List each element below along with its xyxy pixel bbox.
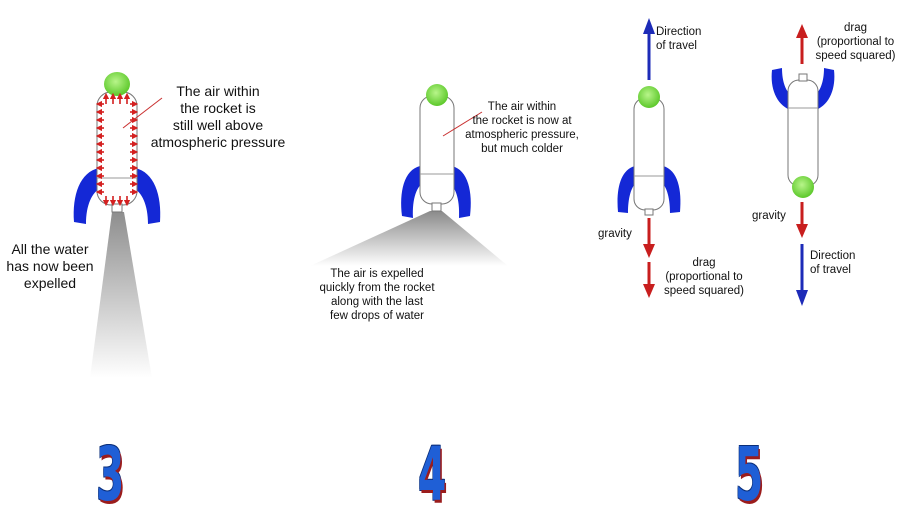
rocket-5-down-right-fin [814,68,835,110]
panel-5-up-direction-label: Direction of travel [656,26,702,52]
exhaust-plume-4 [310,211,508,266]
pointer-line-3 [122,97,163,129]
rocket-5-down-nozzle [798,73,808,82]
rocket-3 [73,72,161,224]
rocket-3-right-fin [133,168,161,224]
pressure-arrows [95,92,139,207]
rocket-5-up-right-fin [660,166,681,213]
panel-5-down-gravity-label: gravity [752,210,786,222]
rocket-3-left-fin [73,168,101,224]
panel-4-air-label: The air within the rocket is now at atmo… [465,101,579,155]
panel-number-4: 4 [418,432,447,518]
rocket-4-nozzle [431,202,442,212]
rocket-4-nose-cone [426,84,448,106]
gravity-arrow-down-rocket-head [796,224,808,238]
rocket-5-down-nose-cone [792,176,814,198]
exhaust-plume-3 [90,212,152,378]
rocket-5-up-nozzle [644,208,654,216]
rocket-5-up [617,86,681,216]
gravity-arrow-up-rocket-head [643,244,655,258]
rocket-3-nose-cone [104,72,130,96]
rocket-4-body [419,95,455,205]
rocket-5-down-body [787,79,819,187]
panel-4-exhaust-label: The air is expelled quickly from the roc… [319,268,435,322]
rocket-4 [401,84,471,218]
panel-5-down-drag-label: drag (proportional to speed squared) [815,22,896,62]
panel-5-down-direction-label: Direction of travel [810,250,856,276]
rocket-5-up-body [633,97,665,211]
rocket-5-down [771,68,835,198]
rocket-5-down-left-fin [771,68,792,110]
rocket-4-left-fin [401,166,424,218]
rocket-3-body [96,91,138,206]
rocket-5-up-left-fin [617,166,638,213]
direction-arrow-up-head [643,18,655,34]
panel-number-3: 3 [96,432,125,518]
panel-number-5: 5 [735,432,764,518]
rocket-5-up-nose-cone [638,86,660,108]
panel-3-air-label: The air within the rocket is still well … [150,83,286,150]
drag-arrow-down-rocket-head [796,24,808,38]
pointer-line-4 [442,111,483,137]
direction-arrow-down-head [796,290,808,306]
panel-3-water-label: All the water has now been expelled [6,241,94,291]
drag-arrow-up-rocket-head [643,284,655,298]
panel-5-up-gravity-label: gravity [598,228,632,240]
rocket-3-nozzle [111,203,123,213]
panel-5-up-drag-label: drag (proportional to speed squared) [664,257,744,297]
